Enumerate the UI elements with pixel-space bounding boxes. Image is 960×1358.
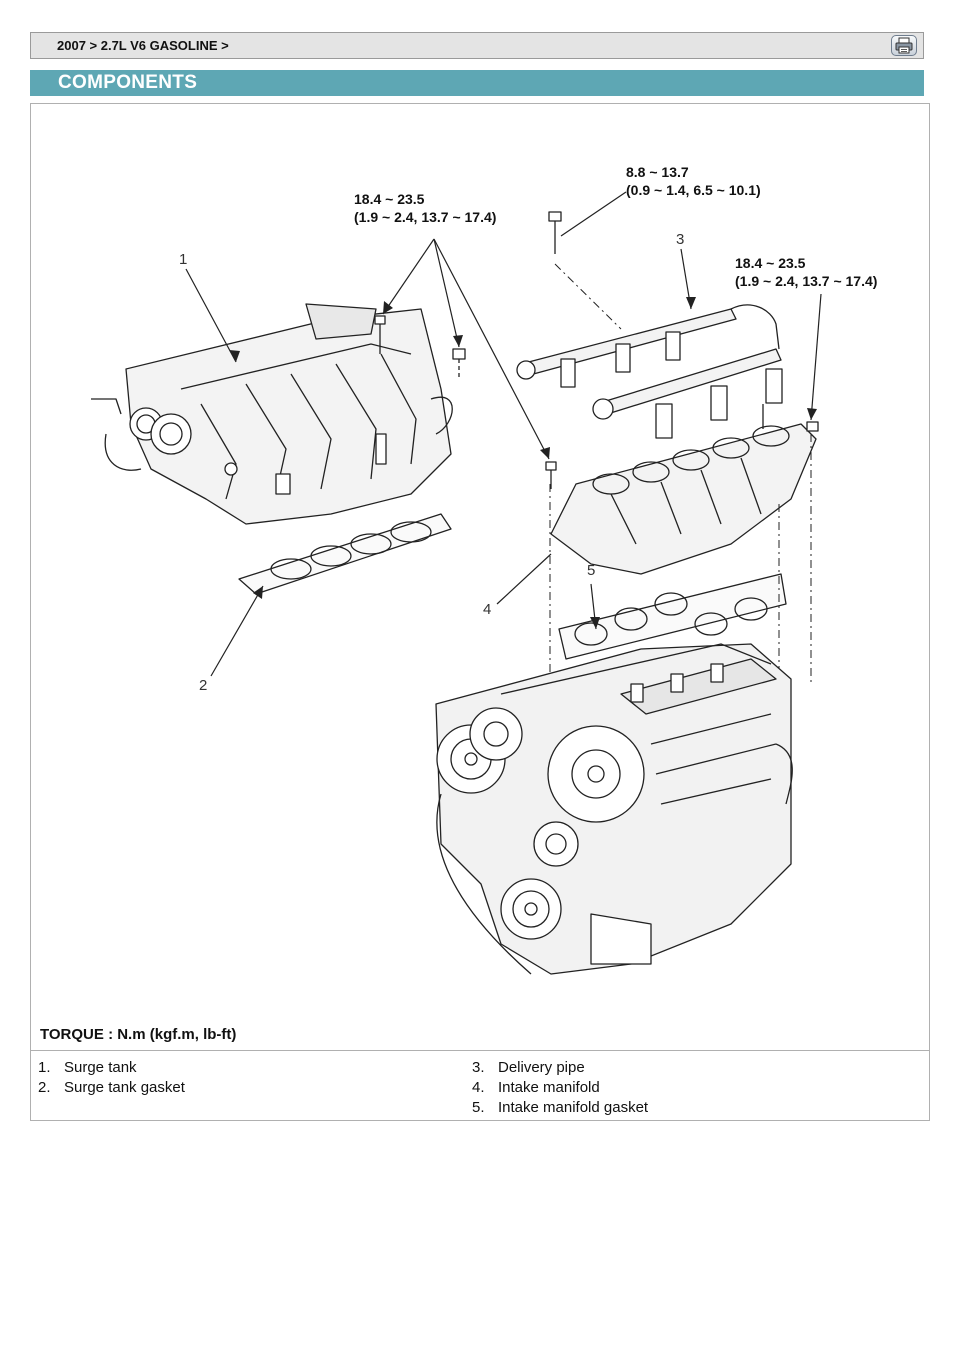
legend-number: 4. — [472, 1079, 485, 1096]
legend-label: Surge tank gasket — [64, 1079, 185, 1096]
torque-conversion: (0.9 ~ 1.4, 6.5 ~ 10.1) — [626, 182, 761, 198]
torque-conversion: (1.9 ~ 2.4, 13.7 ~ 17.4) — [354, 209, 497, 225]
torque-callout: 18.4 ~ 23.5 (1.9 ~ 2.4, 13.7 ~ 17.4) — [735, 254, 877, 290]
legend-label: Surge tank — [64, 1059, 137, 1076]
print-button[interactable] — [891, 35, 917, 56]
torque-callout: 8.8 ~ 13.7 (0.9 ~ 1.4, 6.5 ~ 10.1) — [626, 163, 761, 199]
torque-conversion: (1.9 ~ 2.4, 13.7 ~ 17.4) — [735, 273, 878, 289]
engine-exploded-diagram — [91, 191, 822, 975]
torque-value: 18.4 ~ 23.5 — [354, 191, 425, 207]
surge-tank-drawing — [91, 303, 453, 525]
components-legend: 1. Surge tank 2. Surge tank gasket 3. Deliv… — [30, 1051, 930, 1121]
engine-block-drawing — [435, 643, 793, 975]
legend-number: 5. — [472, 1099, 485, 1116]
legend-label: Intake manifold — [498, 1079, 600, 1096]
surge-tank-bolts — [374, 315, 466, 379]
torque-value: 8.8 ~ 13.7 — [626, 164, 689, 180]
part-number-1: 1 — [179, 251, 188, 268]
intake-manifold-drawing — [545, 404, 819, 575]
section-header: COMPONENTS — [30, 70, 924, 96]
legend-item: 5. Intake manifold gasket — [472, 1099, 648, 1116]
part-number-5: 5 — [587, 562, 596, 579]
legend-number: 3. — [472, 1059, 485, 1076]
intake-manifold-gasket-drawing — [558, 573, 787, 660]
legend-item: 2. Surge tank gasket — [38, 1079, 185, 1096]
legend-label: Intake manifold gasket — [498, 1099, 649, 1116]
torque-value: 18.4 ~ 23.5 — [735, 255, 806, 271]
legend-label: Delivery pipe — [498, 1059, 585, 1076]
legend-number: 2. — [38, 1079, 51, 1096]
surge-tank-gasket-drawing — [238, 513, 452, 595]
legend-number: 1. — [38, 1059, 51, 1076]
legend-item: 3. Delivery pipe — [472, 1059, 585, 1076]
breadcrumb-bar: 2007 > 2.7L V6 GASOLINE > — [30, 32, 924, 59]
breadcrumb[interactable]: 2007 > 2.7L V6 GASOLINE > — [57, 38, 229, 53]
printer-icon — [895, 37, 913, 54]
torque-units-note: TORQUE : N.m (kgf.m, lb-ft) — [40, 1026, 237, 1043]
part-number-4: 4 — [483, 601, 492, 618]
legend-item: 4. Intake manifold — [472, 1079, 600, 1096]
part-number-3: 3 — [676, 231, 685, 248]
delivery-pipe-drawing — [516, 211, 783, 439]
part-number-2: 2 — [199, 677, 208, 694]
legend-item: 1. Surge tank — [38, 1059, 137, 1076]
torque-callout: 18.4 ~ 23.5 (1.9 ~ 2.4, 13.7 ~ 17.4) — [354, 190, 496, 226]
components-figure: 18.4 ~ 23.5 (1.9 ~ 2.4, 13.7 ~ 17.4) 8.8… — [30, 103, 930, 1051]
section-title: COMPONENTS — [58, 72, 198, 93]
